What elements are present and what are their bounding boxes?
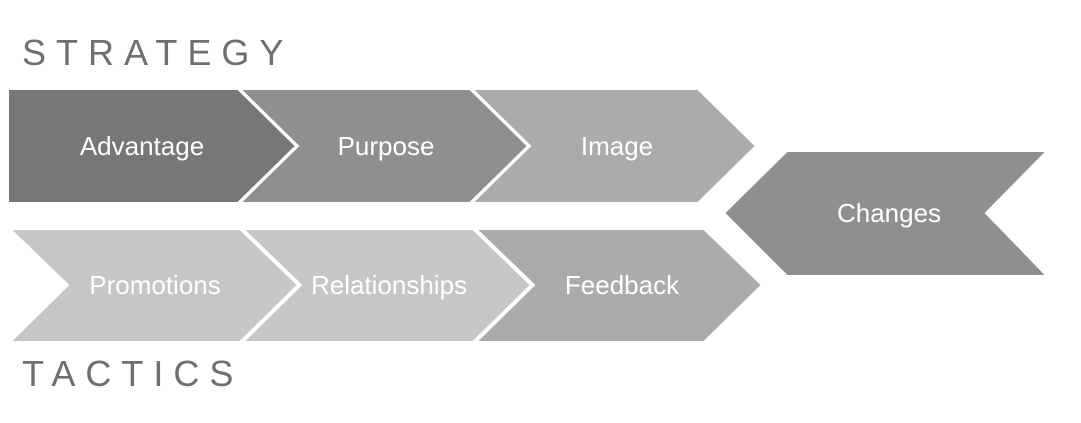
image-chevron [469,88,758,204]
strategy-row: Advantage Purpose Image [7,88,758,204]
advantage-chevron [7,88,298,204]
image-label: Image [581,131,653,161]
tactics-step-promotions: Promotions [7,228,300,343]
promotions-chevron [7,228,300,343]
changes-step: Changes [722,150,1050,277]
changes-label: Changes [837,198,941,228]
tactics-step-feedback: Feedback [473,228,764,343]
tactics-step-relationships: Relationships [240,228,533,343]
relationships-label: Relationships [311,270,467,300]
strategy-step-advantage: Advantage [7,88,298,204]
strategy-step-image: Image [469,88,758,204]
relationships-chevron [240,228,533,343]
purpose-label: Purpose [338,131,435,161]
strategy-step-purpose: Purpose [237,88,530,204]
advantage-label: Advantage [80,131,204,161]
feedback-label: Feedback [565,270,680,300]
feedback-chevron [473,228,764,343]
changes-chevron [722,150,1050,277]
tactics-row: Promotions Relationships Feedback [7,228,764,343]
promotions-label: Promotions [89,270,221,300]
purpose-chevron [237,88,530,204]
tactics-title: TACTICS [22,353,244,394]
strategy-title: STRATEGY [22,32,294,73]
